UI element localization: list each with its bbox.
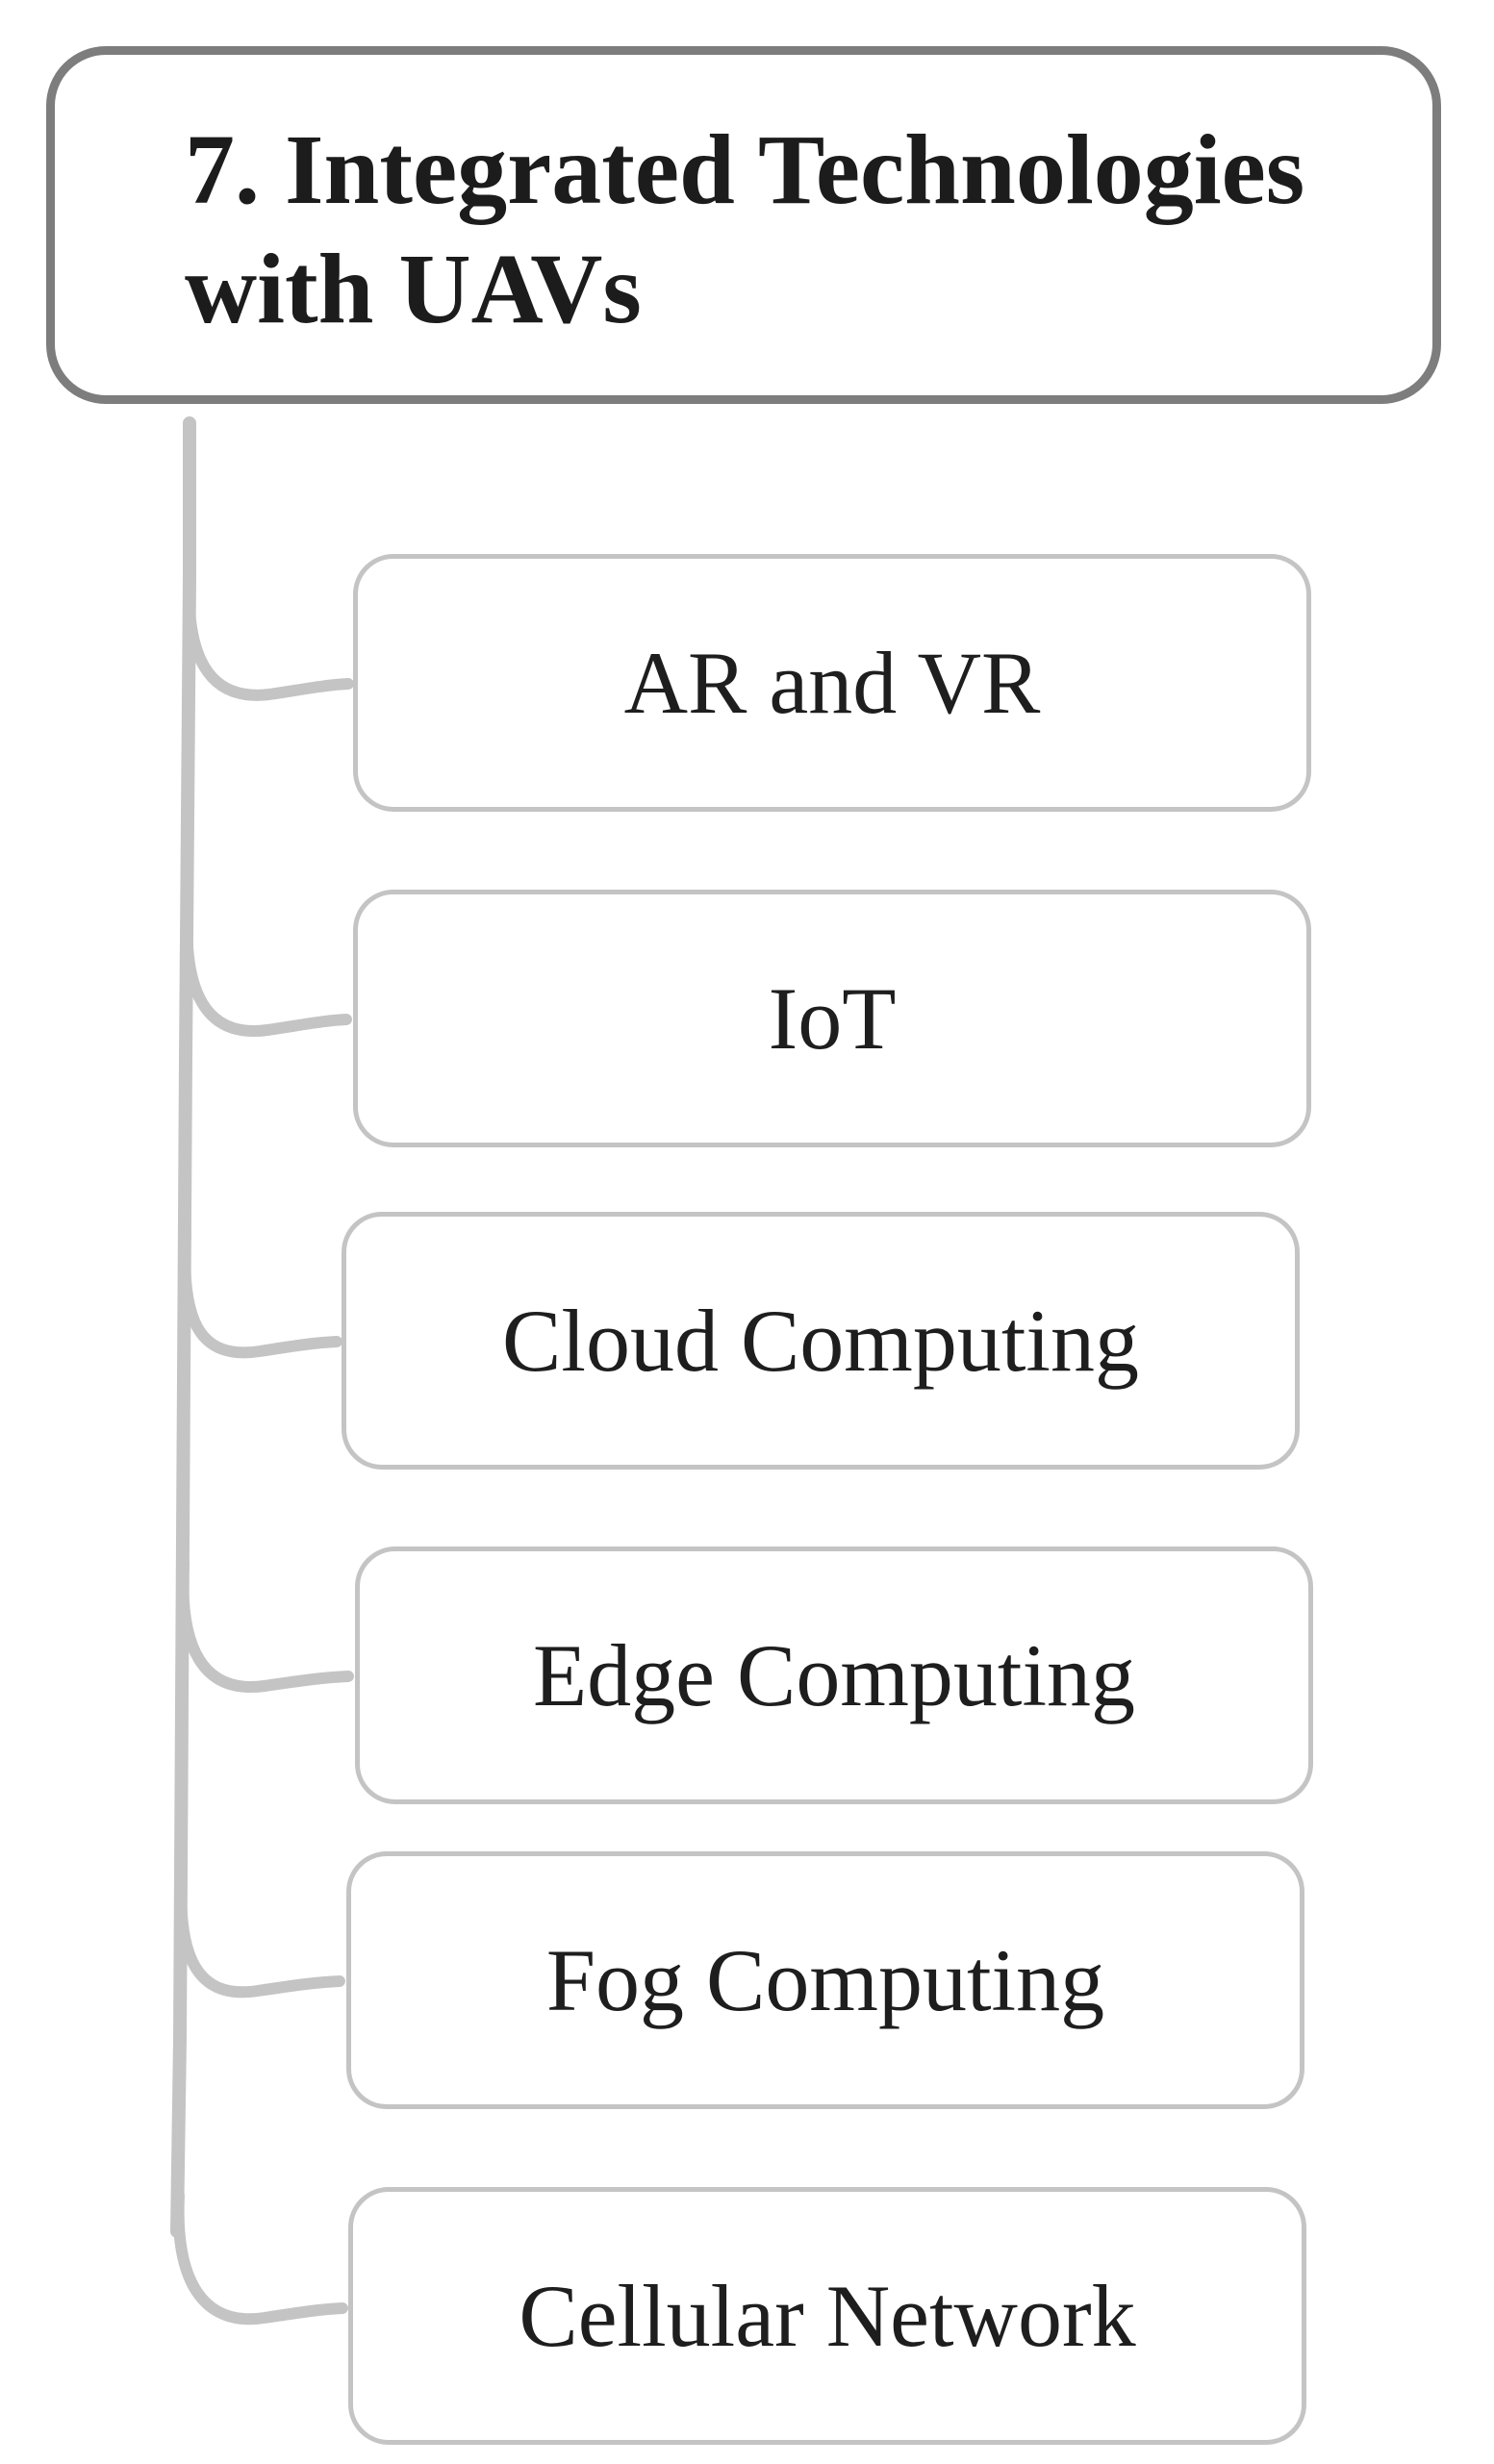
item-box-ar-vr: AR and VR	[353, 554, 1311, 812]
item-box-edge-computing: Edge Computing	[355, 1546, 1313, 1804]
branch-connector-5	[172, 2190, 348, 2326]
branch-connector-4	[175, 1865, 345, 1999]
branch-connector-3	[177, 1557, 354, 1694]
item-box-fog-computing: Fog Computing	[346, 1851, 1304, 2109]
item-label-iot: IoT	[768, 969, 897, 1068]
item-label-edge-computing: Edge Computing	[532, 1626, 1136, 1724]
item-box-iot: IoT	[353, 890, 1311, 1147]
title-box: 7. Integrated Technologies with UAVs	[46, 46, 1441, 404]
item-label-cloud-computing: Cloud Computing	[502, 1292, 1139, 1390]
item-box-cellular-network: Cellular Network	[348, 2187, 1306, 2445]
item-label-ar-vr: AR and VR	[623, 634, 1041, 732]
diagram-title: 7. Integrated Technologies with UAVs	[185, 114, 1305, 344]
branch-connector-1	[181, 900, 352, 1038]
branch-connector-0	[183, 564, 354, 701]
item-label-fog-computing: Fog Computing	[545, 1931, 1105, 2029]
branch-connector-2	[179, 1227, 342, 1359]
item-box-cloud-computing: Cloud Computing	[342, 1212, 1300, 1470]
item-label-cellular-network: Cellular Network	[519, 2267, 1136, 2365]
